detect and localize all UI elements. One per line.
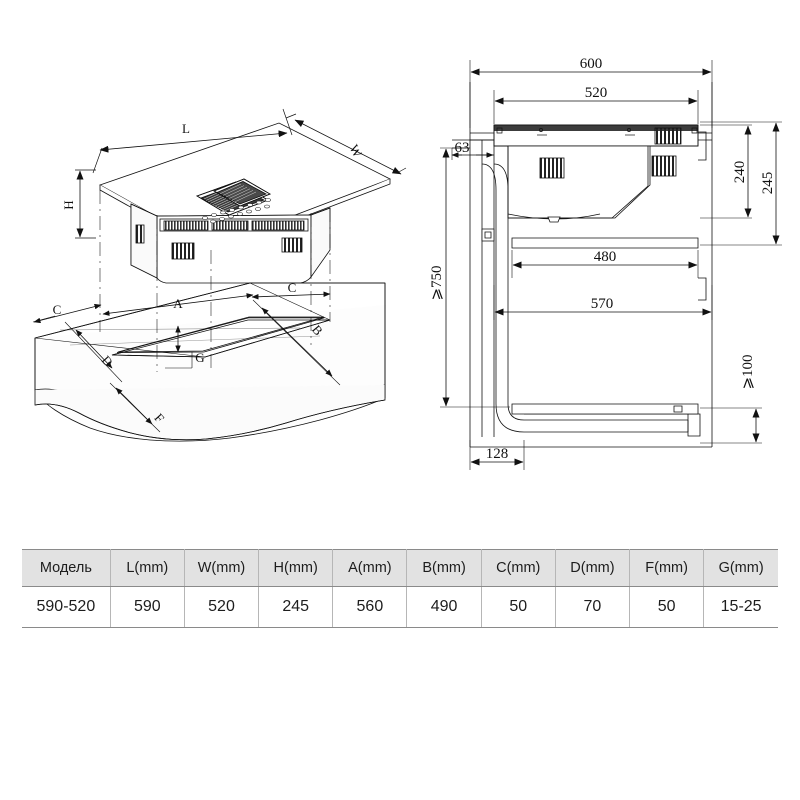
label-C-right: C bbox=[288, 280, 297, 295]
table-cell: 490 bbox=[406, 586, 482, 628]
table-header-row: Модель L(mm) W(mm) H(mm) A(mm) B(mm) C(m… bbox=[22, 549, 778, 587]
dimension-570 bbox=[493, 285, 713, 320]
dimension-text-520: 520 bbox=[585, 85, 608, 101]
table-cell: 50 bbox=[480, 586, 556, 628]
dimension-D bbox=[64, 321, 123, 383]
table-header-cell: G(mm) bbox=[703, 549, 778, 587]
dimension-520 bbox=[493, 90, 699, 124]
dimension-B bbox=[252, 299, 341, 386]
table-header-cell: Модель bbox=[22, 549, 111, 587]
dimension-min-750 bbox=[440, 147, 510, 408]
label-G: G bbox=[195, 350, 204, 365]
table-header-cell: F(mm) bbox=[629, 549, 705, 587]
dimension-text-600: 600 bbox=[580, 56, 603, 72]
label-A: A bbox=[173, 296, 183, 311]
dimension-245 bbox=[700, 121, 782, 246]
table-cell: 70 bbox=[554, 586, 631, 628]
dimension-text-128: 128 bbox=[486, 446, 509, 462]
dimensions-table: Модель L(mm) W(mm) H(mm) A(mm) B(mm) C(m… bbox=[22, 549, 778, 628]
table-cell: 520 bbox=[183, 586, 260, 628]
table-cell: 590 bbox=[109, 586, 185, 628]
table-cell: 245 bbox=[258, 586, 334, 628]
dimension-text-min-750: ⩾750 bbox=[429, 265, 445, 300]
dimension-128 bbox=[469, 440, 525, 470]
dimension-600 bbox=[469, 60, 713, 128]
table-cell: 560 bbox=[332, 586, 408, 628]
dimension-G bbox=[165, 325, 193, 369]
dimension-text-480: 480 bbox=[594, 249, 617, 265]
dimension-min-100 bbox=[700, 407, 762, 444]
dimensions-table-wrap: Модель L(mm) W(mm) H(mm) A(mm) B(mm) C(m… bbox=[22, 549, 778, 628]
table-cell: 590-520 bbox=[22, 586, 111, 628]
table-cell: 50 bbox=[629, 586, 705, 628]
label-B: B bbox=[309, 322, 326, 339]
dimension-text-63: 63 bbox=[455, 140, 470, 156]
dimension-H bbox=[75, 169, 96, 239]
dimension-C-left bbox=[32, 303, 102, 324]
dimension-text-570: 570 bbox=[591, 296, 614, 312]
dimension-text-240: 240 bbox=[732, 161, 748, 184]
table-header-cell: D(mm) bbox=[554, 549, 631, 587]
dimension-480 bbox=[511, 250, 699, 278]
table-header-cell: H(mm) bbox=[258, 549, 334, 587]
projection-lines bbox=[99, 190, 331, 372]
table-header-cell: A(mm) bbox=[332, 549, 408, 587]
cabinet-section bbox=[452, 82, 713, 448]
dimension-W bbox=[285, 113, 407, 175]
dimension-240 bbox=[700, 124, 752, 219]
label-D: D bbox=[99, 352, 116, 369]
label-W: W bbox=[346, 142, 365, 161]
dimension-63 bbox=[451, 148, 494, 160]
dimension-text-min-100: ⩾100 bbox=[740, 354, 756, 389]
label-C-left: C bbox=[53, 302, 62, 317]
label-L: L bbox=[182, 121, 190, 136]
dimension-A bbox=[102, 293, 254, 316]
dimension-C-right bbox=[251, 291, 331, 300]
table-header-cell: C(mm) bbox=[480, 549, 556, 587]
table-header-cell: B(mm) bbox=[406, 549, 482, 587]
table-header-cell: L(mm) bbox=[109, 549, 185, 587]
appliance-isometric-body bbox=[99, 122, 391, 284]
countertop-slab bbox=[34, 282, 386, 442]
label-F: F bbox=[151, 410, 167, 425]
label-H: H bbox=[61, 200, 76, 209]
table-cell: 15-25 bbox=[703, 586, 778, 628]
dimension-text-245: 245 bbox=[760, 172, 776, 195]
dimension-F bbox=[109, 382, 161, 433]
table-row: 590-520 590 520 245 560 490 50 70 50 15-… bbox=[22, 586, 778, 628]
dimension-L bbox=[92, 108, 293, 174]
table-header-cell: W(mm) bbox=[183, 549, 260, 587]
